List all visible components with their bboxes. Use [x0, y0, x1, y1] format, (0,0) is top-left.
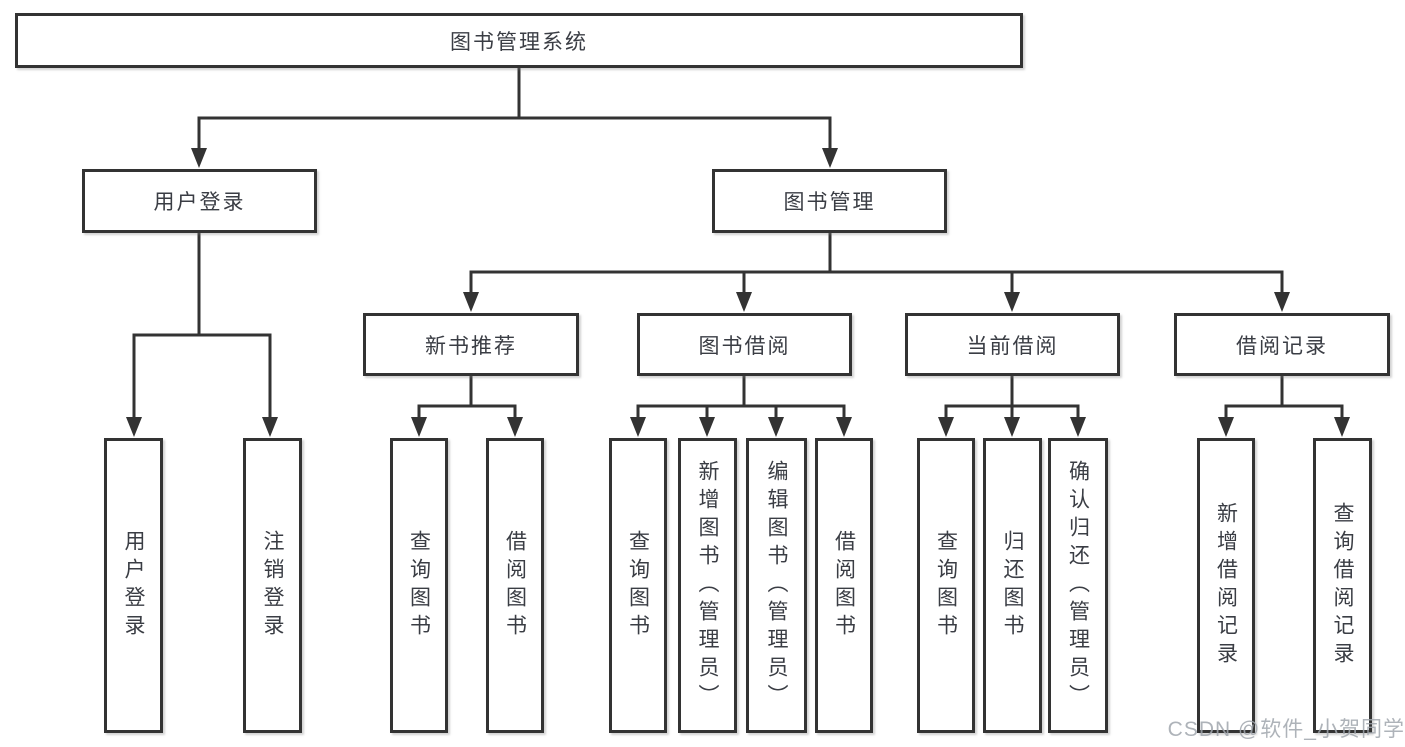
leaf-br-query-record-label: 查询借阅记录: [1331, 501, 1354, 670]
node-new-book-recommend-label: 新书推荐: [425, 334, 517, 358]
leaf-cb-confirm-return-label: 确认归还（管理员）: [1066, 459, 1090, 712]
leaf-bb-query-book: 查询图书: [609, 438, 667, 733]
node-new-book-recommend: 新书推荐: [363, 313, 579, 376]
leaf-bb-add-book-label: 新增图书（管理员）: [696, 459, 719, 712]
leaf-logout: 注销登录: [243, 438, 302, 733]
leaf-bb-borrow-book: 借阅图书: [815, 438, 873, 733]
leaf-user-login: 用户登录: [104, 438, 163, 733]
leaf-logout-label: 注销登录: [261, 529, 284, 642]
node-borrow-record: 借阅记录: [1174, 313, 1390, 376]
node-book-management: 图书管理: [712, 169, 947, 233]
node-book-borrow: 图书借阅: [637, 313, 852, 376]
leaf-nb-borrow-book-label: 借阅图书: [503, 529, 527, 642]
leaf-br-add-record-label: 新增借阅记录: [1214, 501, 1238, 670]
node-user-login-label: 用户登录: [153, 191, 246, 214]
leaf-nb-borrow-book: 借阅图书: [486, 438, 544, 733]
leaf-nb-query-book: 查询图书: [390, 438, 448, 733]
leaf-cb-query-book-label: 查询图书: [934, 529, 958, 642]
leaf-cb-confirm-return: 确认归还（管理员）: [1048, 438, 1108, 733]
node-book-management-label: 图书管理: [783, 191, 876, 214]
node-root: 图书管理系统: [15, 13, 1023, 68]
leaf-br-add-record: 新增借阅记录: [1197, 438, 1255, 733]
leaf-cb-return-book: 归还图书: [983, 438, 1042, 733]
leaf-cb-query-book: 查询图书: [917, 438, 975, 733]
leaf-user-login-label: 用户登录: [122, 529, 145, 642]
node-root-label: 图书管理系统: [450, 30, 588, 54]
leaf-bb-edit-book-label: 编辑图书（管理员）: [765, 459, 788, 712]
node-current-borrow: 当前借阅: [905, 313, 1120, 376]
watermark: CSDN @软件_小贺同学: [1167, 718, 1405, 741]
node-current-borrow-label: 当前借阅: [966, 334, 1059, 358]
leaf-nb-query-book-label: 查询图书: [407, 529, 431, 642]
leaf-bb-add-book: 新增图书（管理员）: [678, 438, 737, 733]
leaf-bb-query-book-label: 查询图书: [626, 529, 650, 642]
leaf-br-query-record: 查询借阅记录: [1313, 438, 1372, 733]
leaf-bb-borrow-book-label: 借阅图书: [832, 529, 856, 642]
leaf-cb-return-book-label: 归还图书: [1001, 529, 1024, 642]
node-user-login: 用户登录: [82, 169, 317, 233]
node-borrow-record-label: 借阅记录: [1236, 334, 1328, 358]
node-book-borrow-label: 图书借阅: [698, 334, 791, 358]
leaf-bb-edit-book: 编辑图书（管理员）: [746, 438, 807, 733]
